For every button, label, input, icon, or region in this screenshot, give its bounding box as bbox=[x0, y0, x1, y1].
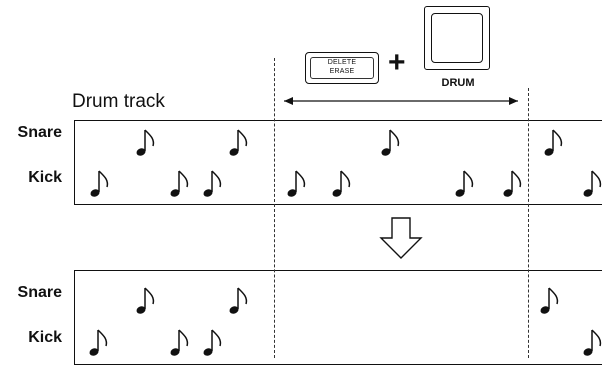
note-icon bbox=[453, 170, 474, 199]
note-icon bbox=[542, 129, 563, 158]
drum-label: DRUM bbox=[441, 77, 475, 89]
note-icon bbox=[168, 170, 189, 199]
down-arrow-icon bbox=[379, 217, 423, 259]
note-icon bbox=[330, 170, 351, 199]
erase-label: ERASE bbox=[329, 68, 355, 75]
note-icon bbox=[227, 287, 248, 316]
note-icon bbox=[201, 329, 222, 358]
note-icon bbox=[134, 129, 155, 158]
double-headed-arrow-icon bbox=[284, 97, 518, 105]
drum-pad-button[interactable] bbox=[424, 6, 490, 70]
snare-label-bottom: Snare bbox=[17, 284, 62, 301]
kick-label-bottom: Kick bbox=[28, 329, 62, 346]
range-end-line bbox=[528, 88, 529, 358]
plus-sign: + bbox=[388, 46, 406, 79]
note-icon bbox=[88, 170, 109, 199]
note-icon bbox=[538, 287, 559, 316]
note-icon bbox=[581, 329, 602, 358]
delete-erase-button[interactable]: DELETE ERASE bbox=[305, 52, 379, 84]
note-icon bbox=[201, 170, 222, 199]
note-icon bbox=[134, 287, 155, 316]
note-icon bbox=[581, 170, 602, 199]
note-icon bbox=[285, 170, 306, 199]
delete-label: DELETE bbox=[327, 59, 357, 66]
snare-label-top: Snare bbox=[17, 124, 62, 141]
drum-track-after bbox=[74, 270, 602, 365]
note-icon bbox=[227, 129, 248, 158]
kick-label-top: Kick bbox=[28, 169, 62, 186]
note-icon bbox=[501, 170, 522, 199]
note-icon bbox=[379, 129, 400, 158]
note-icon bbox=[87, 329, 108, 358]
track-title: Drum track bbox=[72, 91, 165, 112]
range-start-line bbox=[274, 58, 275, 358]
note-icon bbox=[168, 329, 189, 358]
